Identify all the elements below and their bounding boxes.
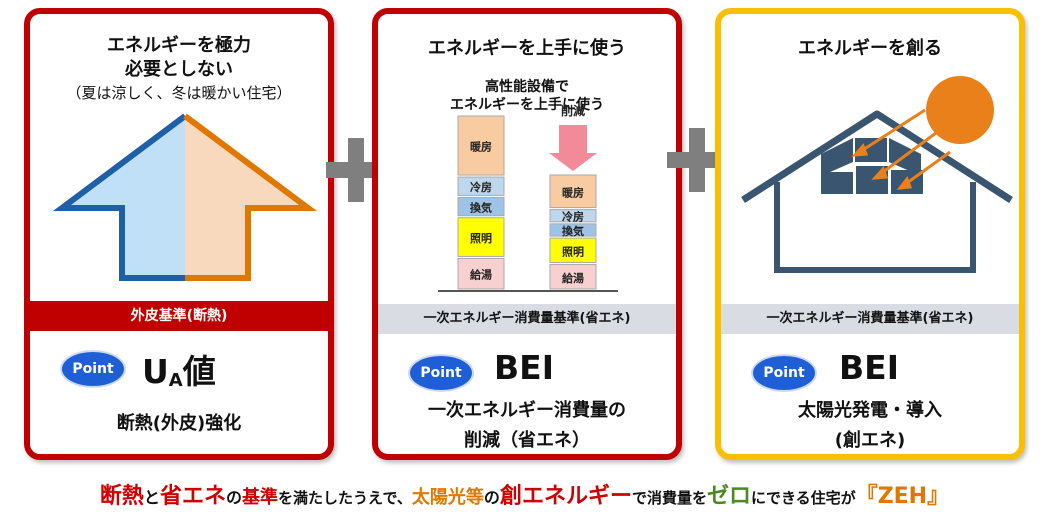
chart-segment-label: 換気 (470, 201, 492, 215)
footer-text: の (483, 488, 500, 507)
card1-title-line1: エネルギーを極力 (107, 35, 251, 56)
chart-bar-segment (549, 237, 597, 264)
footer-solar: 太陽光等 (411, 487, 484, 508)
footer-zero: ゼロ (706, 484, 751, 509)
house-solar-icon (741, 76, 1013, 273)
metric-suffix: 値 (182, 352, 216, 391)
chart-bar-segment (457, 257, 505, 290)
card1-subtitle: （夏は涼しく、冬は暖かい住宅） (66, 84, 292, 102)
card-insulation: エネルギーを極力 必要としない （夏は涼しく、冬は暖かい住宅） 外皮基準(断熱)… (24, 8, 334, 460)
card2-desc-line1: 一次エネルギー消費量の (428, 400, 626, 421)
footer-standard: 基準 (241, 487, 278, 508)
footer-summary: 断熱と省エネの基準を満たしたうえで、太陽光等の創エネルギーで消費量をゼロにできる… (0, 478, 1049, 510)
card3-band: 一次エネルギー消費量基準(省エネ) (721, 304, 1019, 334)
card2-band: 一次エネルギー消費量基準(省エネ) (378, 304, 676, 334)
card2-desc: 一次エネルギー消費量の 削減（省エネ） (378, 396, 676, 456)
chart-segment-label: 換気 (562, 224, 584, 238)
chart-caption: 高性能設備で エネルギーを上手に使う (378, 78, 676, 114)
footer-text: で消費量を (631, 489, 707, 507)
card1-metric: UA値 (142, 345, 216, 393)
card2-point-badge: Point (408, 354, 474, 392)
chart-bar-segment (457, 115, 505, 176)
card3-desc-line1: 太陽光発電・導入 (798, 400, 942, 421)
footer-energy-saving: 省エネ (159, 484, 226, 509)
card3-desc: 太陽光発電・導入 (創エネ) (721, 396, 1019, 456)
card-energy-creation: エネルギーを創る 一次エネルギー消費量基準(省エネ) Point BEI 太陽光… (715, 8, 1025, 460)
card-energy-efficiency: エネルギーを上手に使う 高性能設備で エネルギーを上手に使う 給湯照明換気冷房暖… (372, 8, 682, 460)
chart-bar-segment (549, 174, 597, 209)
card3-point-badge: Point (751, 354, 817, 392)
footer-text: の (225, 488, 242, 507)
chart-segment-label: 照明 (562, 245, 584, 258)
chart-bar-segment (549, 223, 597, 237)
plus-icon (667, 128, 727, 192)
metric-main: U (142, 352, 169, 391)
footer-text: を満たしたうえで、 (277, 489, 412, 507)
card3-metric: BEI (839, 348, 899, 387)
chart-segment-label: 冷房 (470, 180, 492, 194)
footer-zeh: 『ZEH』 (855, 484, 950, 509)
chart-caption-line1: 高性能設備で (485, 79, 569, 95)
chart-segment-label: 照明 (470, 232, 492, 245)
footer-insulation: 断熱 (99, 484, 144, 509)
sun-ray-arrow-icon (851, 108, 951, 190)
card2-desc-line2: 削減（省エネ） (464, 430, 590, 451)
card3-desc-line2: (創エネ) (834, 430, 906, 451)
footer-energy-creation: 創エネルギー (499, 484, 632, 509)
card1-title: エネルギーを極力 必要としない (30, 34, 328, 82)
card1-desc: 断熱(外皮)強化 (116, 413, 242, 434)
footer-text: にできる住宅が (750, 489, 856, 507)
chart-segment-label: 給湯 (562, 271, 584, 285)
footer-text: と (143, 488, 160, 507)
card1-band: 外皮基準(断熱) (30, 301, 328, 331)
chart-bar-segment (457, 176, 505, 196)
chart-bar-segment (549, 209, 597, 223)
plus-icon (326, 138, 386, 202)
house-insulation-icon (52, 113, 318, 281)
chart-segment-label: 暖房 (470, 140, 492, 154)
card1-title-line2: 必要としない (125, 59, 233, 80)
chart-segment-label: 暖房 (562, 185, 584, 199)
chart-segment-label: 給湯 (470, 268, 492, 282)
chart-caption-line2: エネルギーを上手に使う (450, 97, 604, 113)
chart-bar-segment (549, 264, 597, 290)
reduce-label: 削減 (561, 103, 585, 118)
chart-bar-segment (457, 217, 505, 257)
card2-title: エネルギーを上手に使う (428, 38, 626, 59)
chart-segment-label: 冷房 (562, 210, 584, 224)
card1-point-badge: Point (60, 350, 126, 388)
metric-sub: A (168, 370, 183, 391)
card3-title: エネルギーを創る (798, 38, 942, 59)
card2-metric: BEI (494, 348, 554, 387)
chart-bar-segment (457, 196, 505, 217)
reduce-arrow-icon (549, 125, 597, 172)
